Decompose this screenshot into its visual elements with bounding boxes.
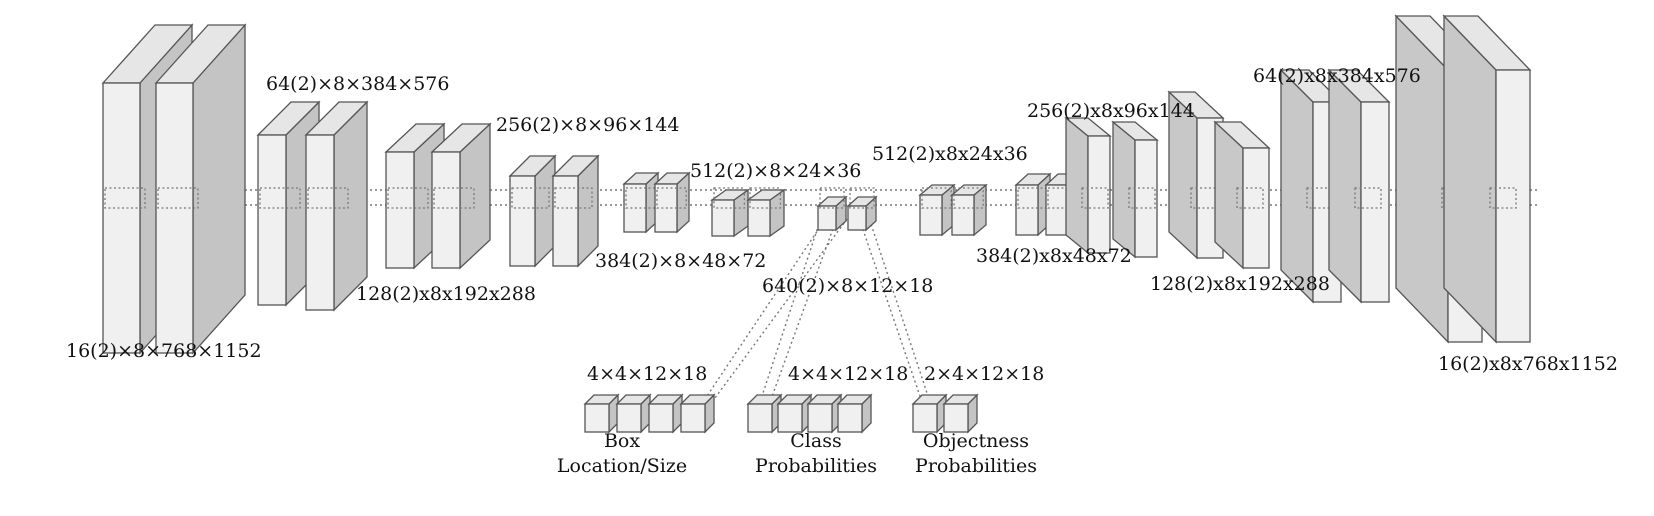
enc-16-b <box>154 23 247 355</box>
caption-box-line1: Box <box>604 430 640 452</box>
dec-64-b <box>1327 68 1391 304</box>
enc-512-a <box>709 187 751 238</box>
caption-objectness-line2: Probabilities <box>915 455 1037 477</box>
dec-512-b <box>950 183 988 237</box>
feature-map-blocks <box>101 14 1532 434</box>
head-connector-2 <box>769 214 839 403</box>
dec-256-a <box>1064 116 1112 255</box>
enc-128-b <box>430 122 492 270</box>
head-connector-6 <box>711 214 851 403</box>
label-enc-64-384x576: 64(2)×8×384×576 <box>266 73 449 95</box>
label-enc-512-24x36: 512(2)×8×24×36 <box>690 160 861 182</box>
enc-512-b <box>745 187 787 238</box>
head-objectness-cube-1 <box>911 393 948 434</box>
head-box-cube-2 <box>615 393 652 434</box>
label-enc-384-48x72: 384(2)×8×48×72 <box>595 250 766 272</box>
label-enc-256-96x144: 256(2)×8×96×144 <box>496 114 679 136</box>
label-head-box-shape: 4×4×12×18 <box>587 363 707 385</box>
enc-256-b <box>551 154 600 268</box>
caption-box-line2: Location/Size <box>557 455 687 477</box>
dec-384-a <box>1014 172 1052 237</box>
label-dec-16-768x1152: 16(2)x8x768x1152 <box>1438 353 1618 375</box>
label-bottleneck-640-12x18: 640(2)×8×12×18 <box>762 275 933 297</box>
bottleneck-b <box>846 187 878 232</box>
enc-384-b <box>653 171 691 234</box>
caption-objectness-line1: Objectness <box>923 430 1029 452</box>
label-head-class-shape: 4×4×12×18 <box>788 363 908 385</box>
head-class-cube-3 <box>806 393 843 434</box>
label-head-objectness-shape: 2×4×12×18 <box>924 363 1044 385</box>
label-dec-256-96x144: 256(2)x8x96x144 <box>1027 100 1195 122</box>
head-objectness-cube-2 <box>942 393 979 434</box>
dec-128-b <box>1213 120 1271 270</box>
caption-class-line1: Class <box>790 430 841 452</box>
dec-512-a <box>918 183 956 237</box>
label-dec-128-192x288: 128(2)x8x192x288 <box>1150 273 1330 295</box>
label-enc-128-192x288: 128(2)x8x192x288 <box>356 283 536 305</box>
enc-384-a <box>622 171 660 234</box>
head-class-cube-4 <box>836 393 873 434</box>
caption-class-line2: Probabilities <box>755 455 877 477</box>
enc-256-a <box>508 154 557 268</box>
label-dec-384-48x72: 384(2)x8x48x72 <box>976 245 1132 267</box>
dec-16-b <box>1442 14 1532 344</box>
label-dec-64-384x576: 64(2)x8x384x576 <box>1253 65 1421 87</box>
label-enc-16-768x1152: 16(2)×8×768×1152 <box>66 340 262 362</box>
head-box-cube-4 <box>679 393 716 434</box>
head-class-cube-2 <box>776 393 813 434</box>
head-box-cube-1 <box>583 393 620 434</box>
dec-256-b <box>1111 120 1159 259</box>
head-class-cube-1 <box>746 393 783 434</box>
enc-64-b <box>304 100 369 312</box>
label-dec-512-24x36: 512(2)x8x24x36 <box>872 143 1028 165</box>
head-box-cube-3 <box>647 393 684 434</box>
bottleneck-a <box>816 187 848 232</box>
